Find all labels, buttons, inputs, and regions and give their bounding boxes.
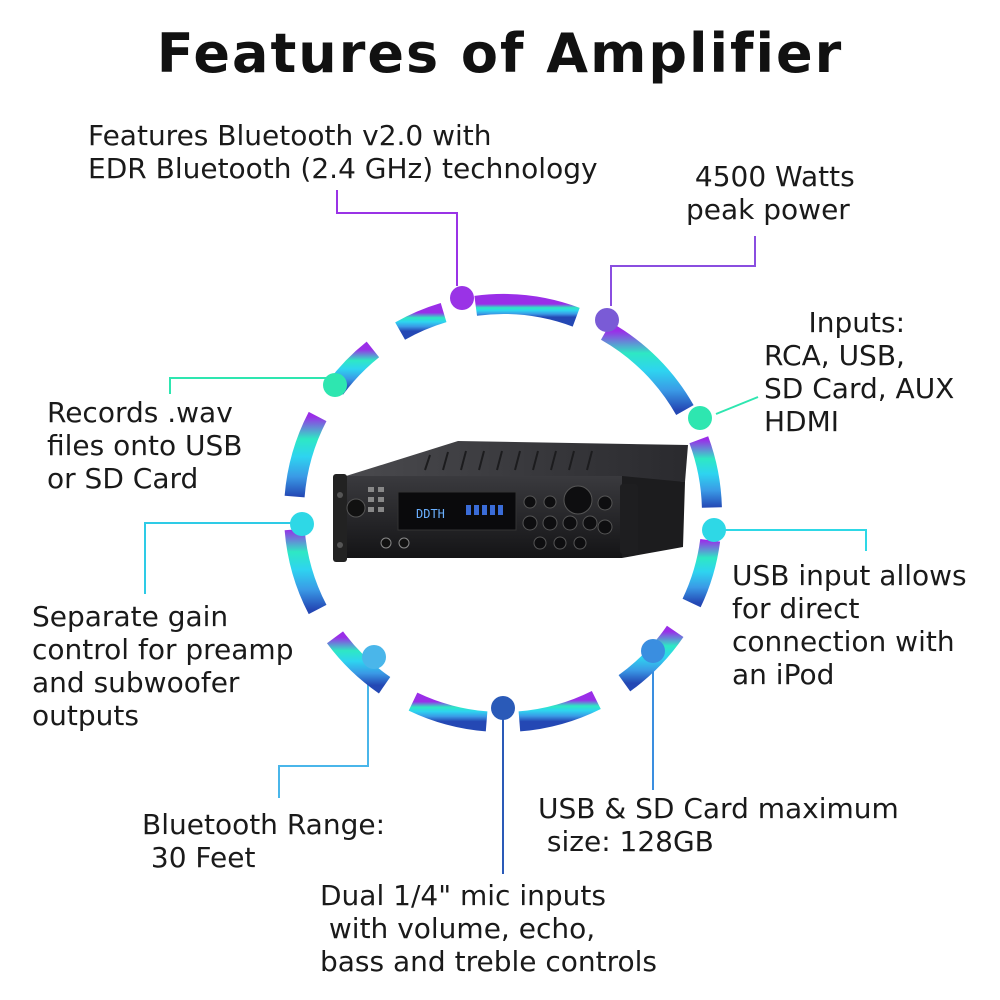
ring-segment xyxy=(395,303,447,340)
callout-usb-input: USB input allows for direct connection w… xyxy=(732,559,967,691)
ring-segment xyxy=(600,322,694,416)
rack-ear-right xyxy=(620,484,638,554)
dot-records xyxy=(323,373,347,397)
callout-mic-inputs: Dual 1/4" mic inputs with volume, echo, … xyxy=(320,879,658,978)
rack-ear-left xyxy=(333,474,347,562)
dot-inputs xyxy=(688,406,712,430)
dot-power xyxy=(595,308,619,332)
callout-inputs: Inputs: RCA, USB, SD Card, AUX HDMI xyxy=(764,306,955,438)
leader-line-bluetooth xyxy=(336,190,458,286)
amplifier-image: DDTH xyxy=(333,441,688,562)
callout-records: Records .wav files onto USB or SD Card xyxy=(47,396,243,495)
ring-dots xyxy=(290,286,726,720)
dot-mic xyxy=(491,696,515,720)
knob-volume xyxy=(563,485,593,515)
mic-jack-1 xyxy=(380,537,392,549)
ring-segment xyxy=(689,436,722,508)
leader-line-records xyxy=(169,377,327,394)
leader-line-usb-input xyxy=(717,529,867,551)
leader-line-range xyxy=(278,664,369,798)
mic-jack-2 xyxy=(398,537,410,549)
ring-segment xyxy=(518,690,601,732)
dot-size xyxy=(641,639,665,663)
ring-segment xyxy=(326,631,391,694)
dot-usb-input xyxy=(702,518,726,542)
amplifier-display xyxy=(397,491,517,531)
ring-segment xyxy=(284,411,327,498)
amplifier-display-text: DDTH xyxy=(416,507,445,521)
callout-bluetooth: Features Bluetooth v2.0 with EDR Bluetoo… xyxy=(88,119,598,185)
callout-max-size: USB & SD Card maximum size: 128GB xyxy=(538,792,899,858)
knob-power xyxy=(346,498,366,518)
ring-segment xyxy=(408,692,488,732)
ring-segment xyxy=(682,538,721,608)
dot-range xyxy=(362,645,386,669)
leader-line-power xyxy=(610,236,756,306)
leader-line-inputs xyxy=(715,396,759,415)
page-title: Features of Amplifier xyxy=(156,22,844,85)
dot-gain xyxy=(290,512,314,536)
callout-gain: Separate gain control for preamp and sub… xyxy=(32,600,294,732)
dot-bluetooth xyxy=(450,286,474,310)
callout-power: 4500 Watts peak power xyxy=(686,160,855,226)
leader-line-gain xyxy=(144,522,292,594)
ring-segment xyxy=(474,294,580,327)
ring-segment xyxy=(284,528,327,615)
callout-bluetooth-range: Bluetooth Range: 30 Feet xyxy=(142,808,386,874)
